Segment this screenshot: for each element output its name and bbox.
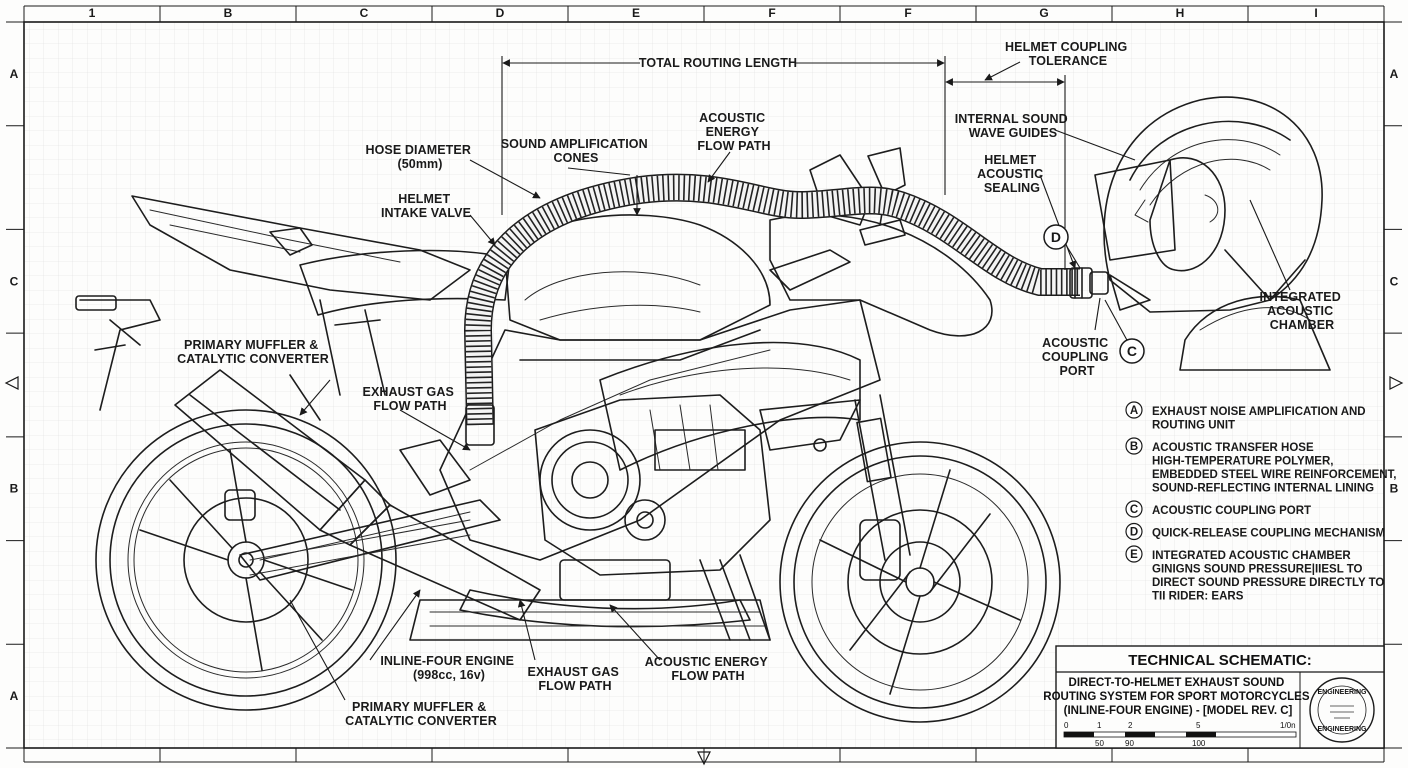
legend-item-b: B ACOUSTIC TRANSFER HOSE HIGH-TEMPERATURE …: [1125, 437, 1397, 495]
title-block-heading: TECHNICAL SCHEMATIC:: [1128, 652, 1312, 669]
inline-four-engine-label: INLINE-FOUR ENGINE (998cc, 16v): [380, 654, 517, 682]
column-label-top: I: [1314, 6, 1317, 20]
legend-letter: D: [1130, 527, 1138, 539]
scale-top-2: 2: [1128, 721, 1133, 730]
row-label-right: C: [1390, 274, 1399, 288]
legend-text: HIGH-TEMPERATURE POLYMER,: [1152, 456, 1333, 468]
legend-text: ACOUSTIC TRANSFER HOSE: [1152, 442, 1314, 454]
callout-c: C: [1119, 338, 1145, 364]
engineering-stamp: ENGINEERING ENGINEERING: [1309, 677, 1375, 743]
callout-d: D: [1043, 224, 1069, 250]
scale-bottom-2: 100: [1192, 739, 1206, 748]
legend-text: SOUND-REFLECTING INTERNAL LINING: [1152, 483, 1374, 495]
row-label-left: A: [10, 689, 19, 703]
rear-wheel: [95, 409, 397, 711]
svg-text:ENGINEERING: ENGINEERING: [1317, 726, 1367, 733]
rider-helmet: [1094, 96, 1331, 371]
scale-bar: 0 1 2 5 1/0n 50 90 100: [1063, 721, 1297, 748]
acoustic-energy-flow-bottom-label: ACOUSTIC ENERGY FLOW PATH: [645, 655, 771, 683]
row-label-left: B: [10, 482, 19, 496]
column-label-top: B: [224, 6, 233, 20]
drawing-border: [6, 5, 1402, 763]
legend-letter: E: [1130, 549, 1138, 561]
legend-item-a: A EXHAUST NOISE AMPLIFICATION AND ROUTING …: [1125, 401, 1366, 432]
title-block-description: DIRECT-TO-HELMET EXHAUST SOUND ROUTING S…: [1043, 677, 1312, 717]
helmet-coupling-tolerance-label: HELMET COUPLING TOLERANCE: [1005, 40, 1131, 68]
legend-item-e: E INTEGRATED ACOUSTIC CHAMBER GINIGNS SOUN…: [1125, 545, 1384, 603]
column-label-top: H: [1176, 6, 1185, 20]
legend-letter: B: [1130, 441, 1138, 453]
legend-badge: [1125, 545, 1143, 563]
title-block: TECHNICAL SCHEMATIC: DIRECT-TO-HELMET EX…: [1043, 645, 1385, 749]
column-label-top: F: [904, 6, 911, 20]
scale-bottom-1: 90: [1125, 739, 1134, 748]
scale-top-0: 0: [1064, 721, 1069, 730]
legend-text: DIRECT SOUND PRESSURE DIRECTLY TO: [1152, 577, 1384, 589]
acoustic-energy-flow-top-label: ACOUSTIC ENERGY FLOW PATH: [697, 111, 770, 153]
primary-muffler-top-label: PRIMARY MUFFLER & CATALYTIC CONVERTER: [177, 338, 329, 366]
center-mark-bottom: [697, 751, 711, 766]
scale-top-3: 5: [1196, 721, 1201, 730]
engine-block: [534, 394, 771, 641]
legend-badge: [1125, 437, 1143, 455]
legend-text: TII RIDER: EARS: [1152, 591, 1244, 603]
exhaust-gas-flow-mid-label: EXHAUST GAS FLOW PATH: [363, 385, 458, 413]
column-label-top: 1: [89, 6, 96, 20]
scale-top-1: 1: [1097, 721, 1102, 730]
primary-muffler: [174, 369, 541, 621]
center-mark-left: [4, 376, 19, 390]
legend-badge: [1125, 522, 1143, 541]
legend-badge: [1125, 500, 1143, 518]
column-label-top: E: [632, 6, 640, 20]
scale-top-4: 1/0n: [1280, 721, 1296, 730]
legend-text: GINIGNS SOUND PRESSURE|IIESL TO: [1152, 564, 1363, 576]
dimension-total-routing: [501, 56, 946, 215]
legend-letter: A: [1130, 405, 1138, 417]
row-label-right: B: [1390, 482, 1399, 496]
integrated-acoustic-chamber-label: INTEGRATED ACOUSTIC CHAMBER: [1260, 290, 1345, 332]
row-label-left: A: [10, 67, 19, 81]
front-wheel: [779, 441, 1061, 723]
center-mark-right: [1389, 376, 1404, 390]
exhaust-gas-flow-bottom-label: EXHAUST GAS FLOW PATH: [528, 665, 623, 693]
leader-lines: [289, 129, 1291, 701]
svg-text:D: D: [1051, 229, 1061, 245]
legend-text: INTEGRATED ACOUSTIC CHAMBER: [1152, 550, 1351, 562]
legend-text: QUICK-RELEASE COUPLING MECHANISM: [1152, 528, 1385, 540]
grid-area: [24, 22, 1384, 748]
parts-legend: A EXHAUST NOISE AMPLIFICATION AND ROUTING …: [1125, 401, 1397, 603]
column-label-top: G: [1039, 6, 1048, 20]
legend-badge: [1125, 401, 1143, 419]
internal-sound-wave-guides-label: INTERNAL SOUND WAVE GUIDES: [955, 112, 1072, 140]
primary-muffler-bottom-label: PRIMARY MUFFLER & CATALYTIC CONVERTER: [345, 700, 497, 728]
scale-bottom-0: 50: [1095, 739, 1104, 748]
legend-text: EMBEDDED STEEL WIRE REINFORCEMENT,: [1152, 469, 1397, 481]
acoustic-coupling-port-label: ACOUSTIC COUPLING PORT: [1042, 336, 1112, 378]
hose-diameter-label: HOSE DIAMETER (50mm): [365, 143, 474, 171]
sound-amplification-cones-label: SOUND AMPLIFICATION CONES: [501, 137, 652, 165]
helmet-acoustic-sealing-label: HELMET ACOUSTIC SEALING: [977, 153, 1047, 195]
acoustic-transfer-hose: [463, 173, 1109, 446]
legend-text: ROUTING UNIT: [1152, 420, 1235, 432]
legend-letter: C: [1130, 504, 1138, 516]
legend-text: ACOUSTIC COUPLING PORT: [1152, 505, 1311, 517]
column-label-top: F: [768, 6, 775, 20]
row-label-right: A: [1390, 67, 1399, 81]
legend-item-c: C ACOUSTIC COUPLING PORT: [1125, 500, 1311, 518]
total-routing-length-label: TOTAL ROUTING LENGTH: [639, 56, 797, 70]
column-label-top: C: [360, 6, 369, 20]
row-label-left: C: [10, 274, 19, 288]
svg-text:C: C: [1127, 343, 1137, 359]
helmet-intake-valve-label: HELMET INTAKE VALVE: [381, 192, 471, 220]
legend-item-d: D QUICK-RELEASE COUPLING MECHANISM: [1125, 522, 1385, 541]
column-label-top: D: [496, 6, 505, 20]
legend-text: EXHAUST NOISE AMPLIFICATION AND: [1152, 406, 1366, 418]
svg-text:ENGINEERING: ENGINEERING: [1317, 689, 1367, 696]
